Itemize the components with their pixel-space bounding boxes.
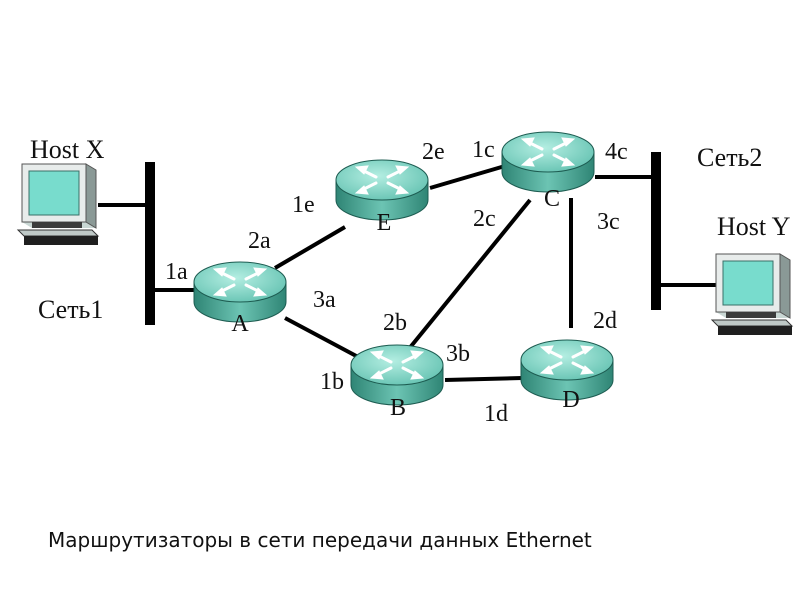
host-x-label: Host X	[30, 135, 105, 164]
host-y-computer-icon[interactable]	[711, 253, 793, 336]
host-y-label: Host Y	[717, 212, 791, 241]
interface-label-2a: 2a	[248, 228, 271, 254]
interface-label-1e: 1e	[292, 192, 315, 218]
interface-label-3b: 3b	[446, 341, 470, 367]
host-x-computer-icon[interactable]	[17, 163, 99, 246]
link-b-c	[406, 198, 532, 352]
router-c-label: C	[544, 186, 560, 212]
interface-label-4c: 4c	[605, 139, 628, 165]
link-b-d	[444, 376, 523, 382]
interface-label-2e: 2e	[422, 139, 445, 165]
interface-label-1b: 1b	[320, 369, 344, 395]
interface-label-2d: 2d	[593, 308, 617, 334]
interface-label-3c: 3c	[597, 209, 620, 235]
link-e-c	[429, 164, 506, 190]
interface-label-2b: 2b	[383, 310, 407, 336]
caption: Маршрутизаторы в сети передачи данных Et…	[48, 528, 592, 552]
network-2-label: Сеть2	[697, 143, 762, 172]
router-b-label: B	[390, 395, 406, 421]
interface-label-1a: 1a	[165, 259, 188, 285]
link-a-b	[284, 316, 361, 360]
network-1-label: Сеть1	[38, 295, 103, 324]
network-bus-net2	[651, 152, 661, 310]
network-bus-net1	[145, 162, 155, 325]
router-d-label: D	[562, 387, 579, 413]
interface-label-3a: 3a	[313, 287, 336, 313]
interface-label-1d: 1d	[484, 401, 508, 427]
interface-label-2c: 2c	[473, 206, 496, 232]
link-a-e	[273, 225, 347, 270]
router-e-label: E	[377, 210, 392, 236]
router-a-label: A	[231, 311, 249, 337]
router-c-icon[interactable]	[500, 130, 596, 194]
links	[98, 164, 720, 382]
interface-label-1c: 1c	[472, 137, 495, 163]
